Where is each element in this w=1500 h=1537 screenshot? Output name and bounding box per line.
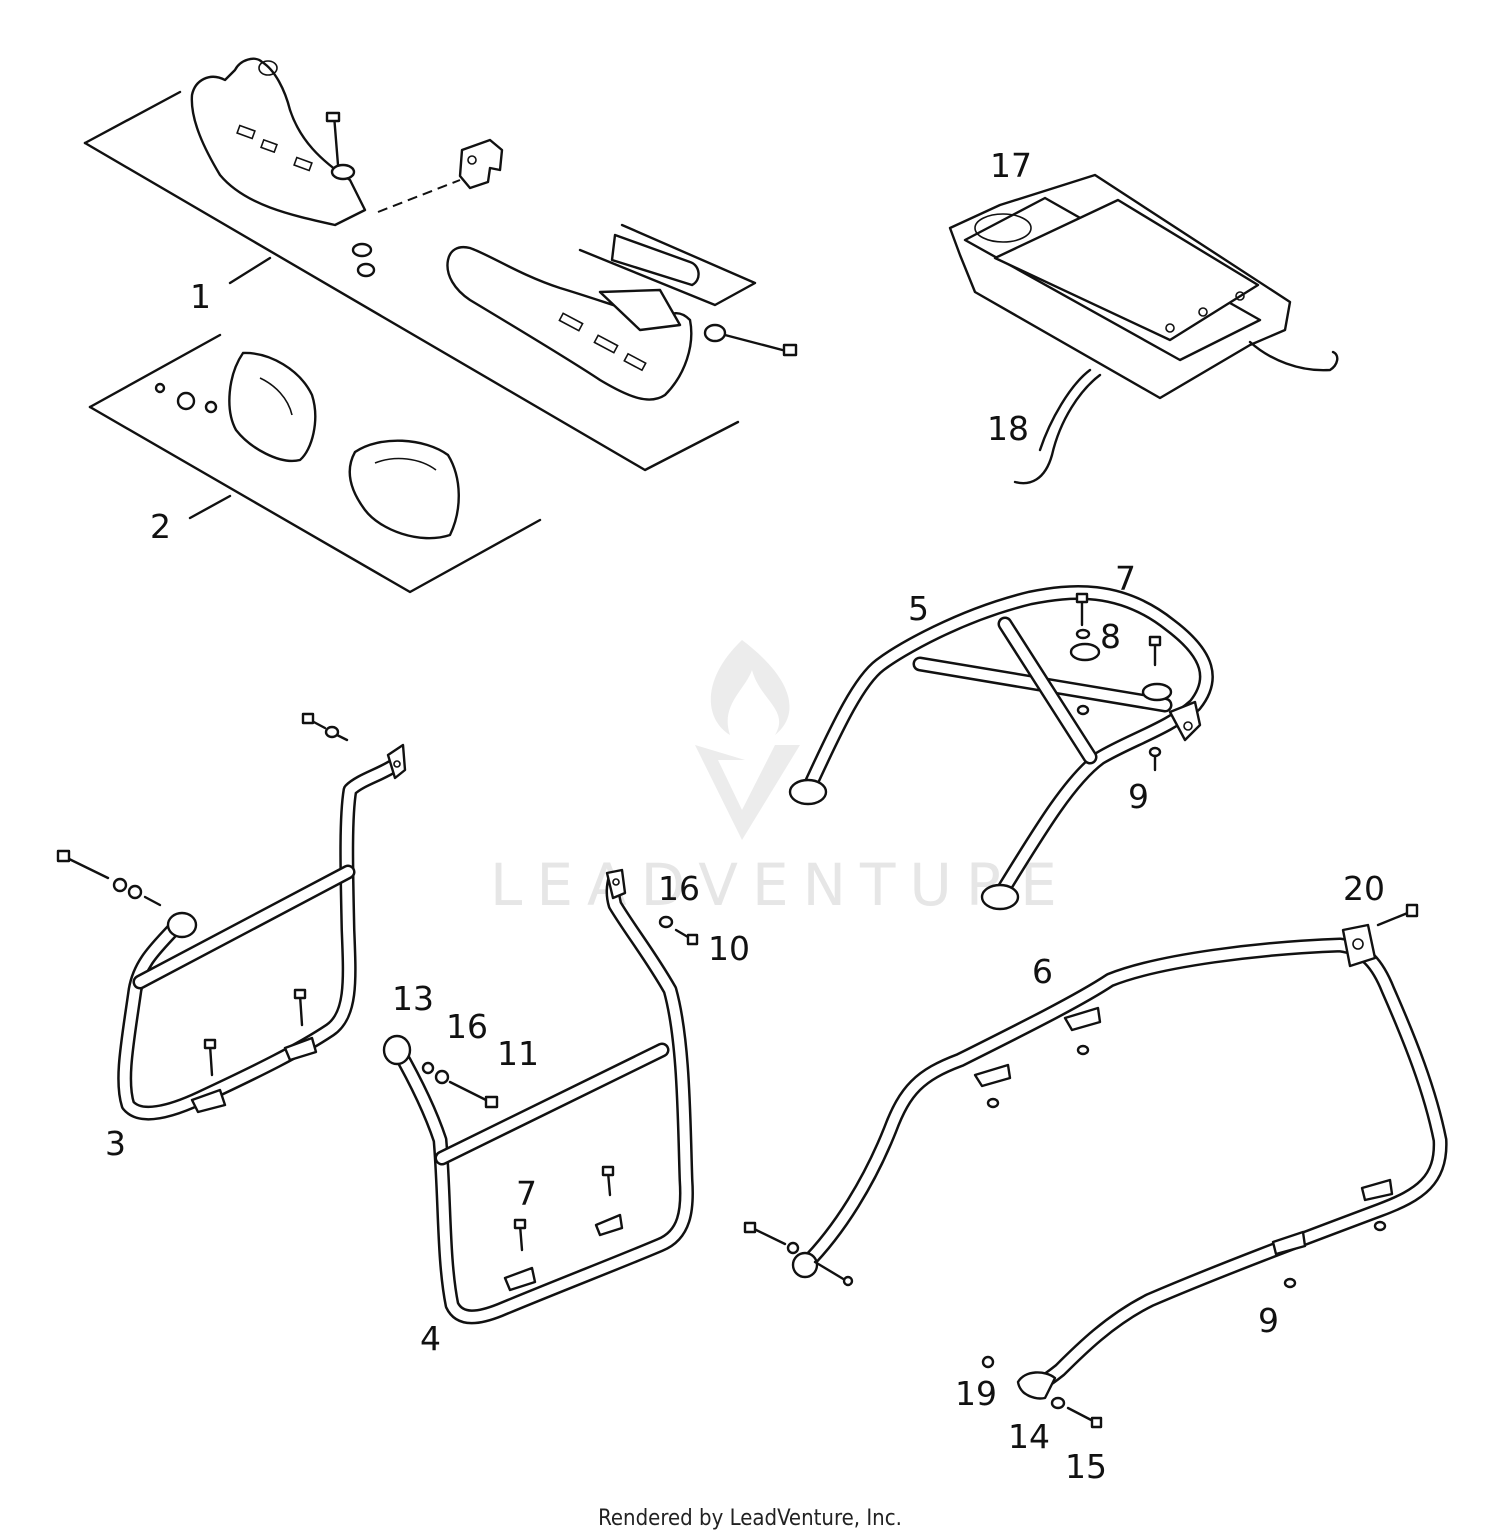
large-frame	[743, 903, 1448, 1429]
callout-4: 4	[420, 1319, 441, 1358]
callout-7a: 7	[1115, 559, 1136, 598]
callout-7b: 7	[516, 1174, 537, 1213]
watermark-brand-text: LEADVENTURE	[490, 851, 1071, 919]
callout-17: 17	[990, 146, 1032, 185]
callout-5: 5	[908, 589, 929, 628]
callout-9a: 9	[1128, 777, 1149, 816]
callout-8: 8	[1100, 617, 1121, 656]
callout-16a: 16	[658, 869, 700, 908]
left-side-frame	[56, 712, 407, 1121]
rear-rack-frame	[788, 584, 1214, 911]
footer-credit: Rendered by LeadVenture, Inc.	[598, 1506, 902, 1531]
callout-9b: 9	[1258, 1301, 1279, 1340]
callout-2: 2	[150, 507, 171, 546]
callout-20: 20	[1343, 869, 1385, 908]
leadventure-watermark: LEADVENTURE	[490, 640, 1071, 919]
callout-19: 19	[955, 1374, 997, 1413]
v-logo-icon	[695, 745, 800, 840]
callout-15: 15	[1065, 1447, 1107, 1486]
shield-assembly	[88, 333, 542, 594]
flame-logo-icon	[710, 640, 790, 735]
callout-3: 3	[105, 1124, 126, 1163]
callout-16b: 16	[446, 1007, 488, 1046]
right-side-frame	[382, 868, 699, 1325]
callout-1: 1	[190, 277, 211, 316]
seat-pad-assembly	[948, 173, 1339, 485]
callout-6: 6	[1032, 952, 1053, 991]
callout-11: 11	[497, 1034, 539, 1073]
callout-13: 13	[392, 979, 434, 1018]
handguard-assembly	[83, 57, 798, 472]
callout-18: 18	[987, 409, 1029, 448]
callout-10: 10	[708, 929, 750, 968]
callout-14: 14	[1008, 1417, 1050, 1456]
